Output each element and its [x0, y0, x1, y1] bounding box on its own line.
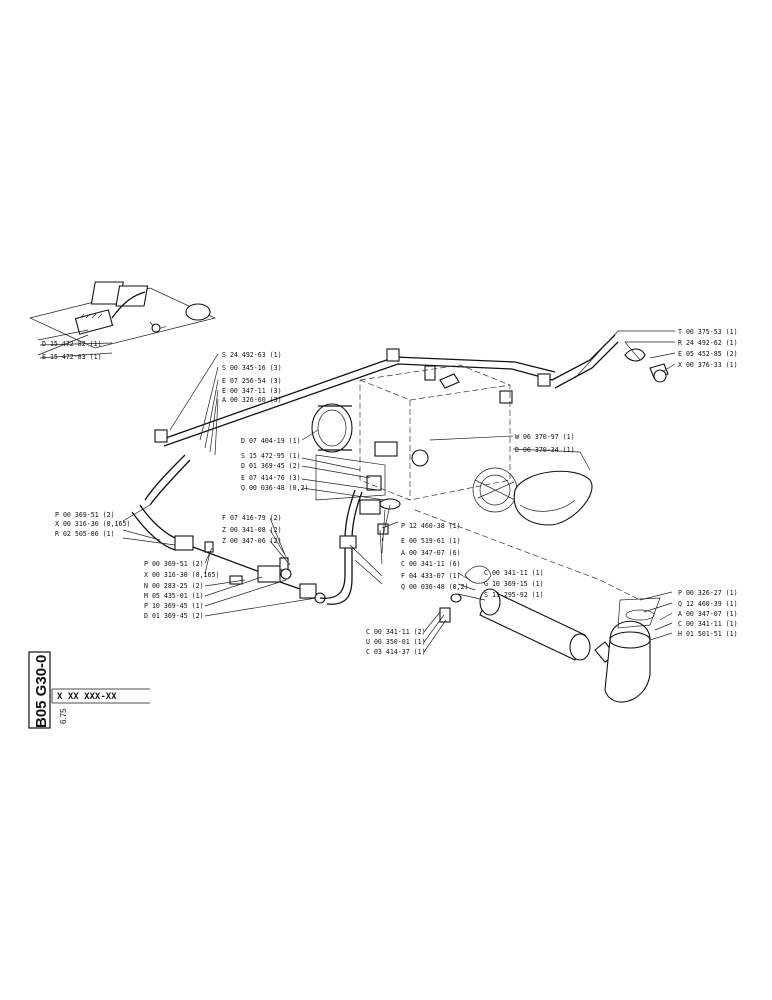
- part-label: S 15 472-95 (1): [241, 452, 301, 460]
- reference-code-box: X XX XXX-XX: [57, 692, 117, 702]
- part-label: Z 00 341-08 (2): [222, 526, 282, 534]
- part-label: S 00 345-16 (3): [222, 364, 282, 372]
- part-label: F 07 416-79 (2): [222, 514, 282, 522]
- part-label: D 07 404-19 (1): [241, 437, 301, 445]
- title-block: B05 G30-0 6.75 X XX XXX-XX: [28, 651, 150, 729]
- lower-duct: [414, 509, 661, 703]
- part-label: S 11 295-92 (1): [484, 591, 544, 599]
- part-label: C 00 341-11 (6): [401, 560, 461, 568]
- part-label: T 00 375-53 (1): [678, 328, 738, 336]
- part-label: A 00 347-07 (6): [401, 549, 461, 557]
- part-label: W 06 370-97 (1): [515, 433, 575, 441]
- part-label: P 00 369-51 (2): [55, 511, 115, 519]
- part-label: Z 00 347-06 (2): [222, 537, 282, 545]
- heater-unit: [311, 364, 593, 526]
- part-label: X 00 316-30 (0,165): [55, 520, 130, 528]
- part-label: Q 00 036-48 (0,2): [241, 484, 309, 492]
- part-label: E 07 414-76 (3): [241, 474, 301, 482]
- part-label: S 24 492-63 (1): [222, 351, 282, 359]
- part-label: D 01 369-45 (2): [241, 462, 301, 470]
- part-label: A 00 347-07 (1): [678, 610, 738, 618]
- part-label: D 15 472-82 (1): [42, 340, 102, 348]
- document-code: B05 G30-0: [33, 655, 50, 728]
- part-label: R 02 505-06 (1): [55, 530, 115, 538]
- part-label: P 10 369-45 (1): [144, 602, 204, 610]
- part-label: E 15 472-83 (1): [42, 353, 102, 361]
- part-label: C 00 341-11 (2): [366, 628, 426, 636]
- document-date: 6.75: [59, 708, 68, 724]
- part-label: E 05 452-85 (2): [678, 350, 738, 358]
- part-label: R 24 492-62 (1): [678, 339, 738, 347]
- part-label: C 00 341-11 (1): [484, 569, 544, 577]
- part-label: E 00 347-11 (3): [222, 387, 282, 395]
- left-hose-assembly: [131, 454, 401, 605]
- part-label: U 00 350-01 (1): [366, 638, 426, 646]
- part-label: P 00 369-51 (2): [144, 560, 204, 568]
- part-label: N 00 283-25 (2): [144, 582, 204, 590]
- part-label: M 05 435-01 (1): [144, 592, 204, 600]
- part-label: G 10 369-15 (1): [484, 580, 544, 588]
- wiring-harness-inset: [28, 281, 217, 356]
- part-label: P 12 460-38 (1): [401, 522, 461, 530]
- part-label: C 03 414-37 (1): [366, 648, 426, 656]
- leader-lines: [39, 330, 676, 653]
- part-label: X 00 316-30 (0,165): [144, 571, 219, 579]
- part-label: Q 12 460-39 (1): [678, 600, 738, 608]
- part-label: D 06 370-34 (1): [515, 446, 575, 454]
- part-label: A 00 326-60 (3): [222, 396, 282, 404]
- part-label: P 00 326-27 (1): [678, 589, 738, 597]
- part-label: X 00 376-33 (1): [678, 361, 738, 369]
- part-label: E 07 256-54 (3): [222, 377, 282, 385]
- part-label: C 00 341-11 (1): [678, 620, 738, 628]
- part-label: H 01 501-51 (1): [678, 630, 738, 638]
- part-label: F 04 433-07 (1): [401, 572, 461, 580]
- upper-pipe-run: [154, 334, 669, 447]
- part-label: E 00 519-61 (1): [401, 537, 461, 545]
- part-label: D 01 369-45 (2): [144, 612, 204, 620]
- part-label: Q 00 036-48 (0,2): [401, 583, 469, 591]
- part-labels: D 15 472-82 (1) E 15 472-83 (1) S 24 492…: [42, 328, 738, 656]
